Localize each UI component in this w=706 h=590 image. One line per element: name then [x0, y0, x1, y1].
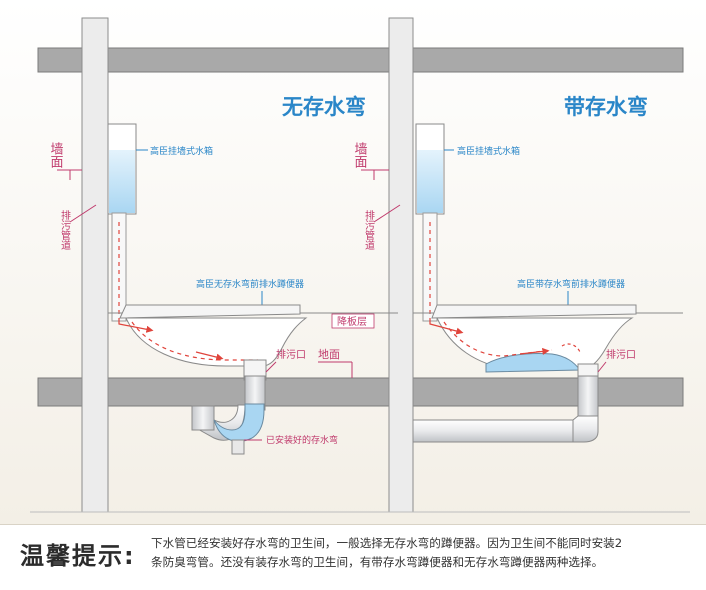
right-tank-label: 高臣挂墙式水箱: [444, 145, 520, 157]
left-tank-label: 高臣挂墙式水箱: [136, 145, 213, 157]
wall-left: [81, 17, 109, 513]
svg-text:降板层: 降板层: [337, 315, 367, 328]
svg-text:墙面: 墙面: [48, 142, 64, 168]
left-trap-label: 已安装好的存水弯: [244, 434, 338, 446]
right-toilet-bowl: [431, 304, 637, 381]
svg-text:墙面: 墙面: [352, 142, 368, 168]
svg-text:排污口: 排污口: [276, 348, 306, 361]
left-installed-trap: [191, 375, 266, 455]
ceiling-slab: [37, 47, 684, 73]
tip-title: 温馨提示:: [20, 542, 136, 570]
right-toilet-label: 高臣带存水弯前排水蹲便器: [517, 278, 625, 306]
right-flow-arrows: [429, 318, 550, 355]
floor-slab: [37, 377, 684, 407]
svg-text:已安装好的存水弯: 已安装好的存水弯: [266, 434, 338, 446]
left-toilet-bowl: [119, 304, 308, 381]
tip-text-line-1: 下水管已经安装好存水弯的卫生间，一般选择无存水弯的蹲便器。因为卫生间不能同时安装…: [151, 536, 623, 550]
left-flush-pipe: [111, 212, 127, 322]
left-tank: [107, 123, 137, 215]
svg-text:高臣挂墙式水箱: 高臣挂墙式水箱: [457, 145, 520, 157]
wall-right: [388, 17, 414, 513]
left-flow-arrows: [118, 318, 224, 361]
right-title: 带存水弯: [564, 95, 648, 119]
right-drain-pipe: [412, 375, 599, 443]
right-outlet-label: 排污口: [597, 348, 636, 373]
left-title: 无存水弯: [282, 95, 366, 119]
svg-text:高臣带存水弯前排水蹲便器: 高臣带存水弯前排水蹲便器: [517, 278, 625, 290]
right-tank: [415, 123, 445, 215]
svg-text:地面: 地面: [318, 348, 340, 361]
tip-panel: [0, 524, 706, 587]
svg-text:排污管道: 排污管道: [363, 209, 375, 250]
right-pipe-label: 排污管道: [363, 204, 401, 250]
tip-text-line-2: 条防臭弯管。还没有装存水弯的卫生间，有带存水弯蹲便器和无存水弯蹲便器两种选择。: [151, 555, 604, 569]
right-wall-label: 墙面: [352, 142, 389, 180]
left-pipe-label: 排污管道: [59, 204, 97, 250]
svg-text:高臣挂墙式水箱: 高臣挂墙式水箱: [150, 145, 213, 157]
left-toilet-label: 高臣无存水弯前排水蹲便器: [196, 278, 304, 306]
left-outlet-label: 排污口: [265, 348, 306, 373]
tip-text: 下水管已经安装好存水弯的卫生间，一般选择无存水弯的蹲便器。因为卫生间不能同时安装…: [151, 534, 699, 572]
left-wall-label: 墙面: [48, 142, 82, 180]
right-flush-pipe: [422, 212, 438, 322]
svg-text:高臣无存水弯前排水蹲便器: 高臣无存水弯前排水蹲便器: [196, 278, 304, 290]
left-ground-label: 地面: [318, 348, 353, 378]
svg-text:排污口: 排污口: [606, 348, 636, 361]
left-floor-drop-label: 降板层: [331, 313, 375, 329]
svg-text:排污管道: 排污管道: [59, 209, 71, 250]
